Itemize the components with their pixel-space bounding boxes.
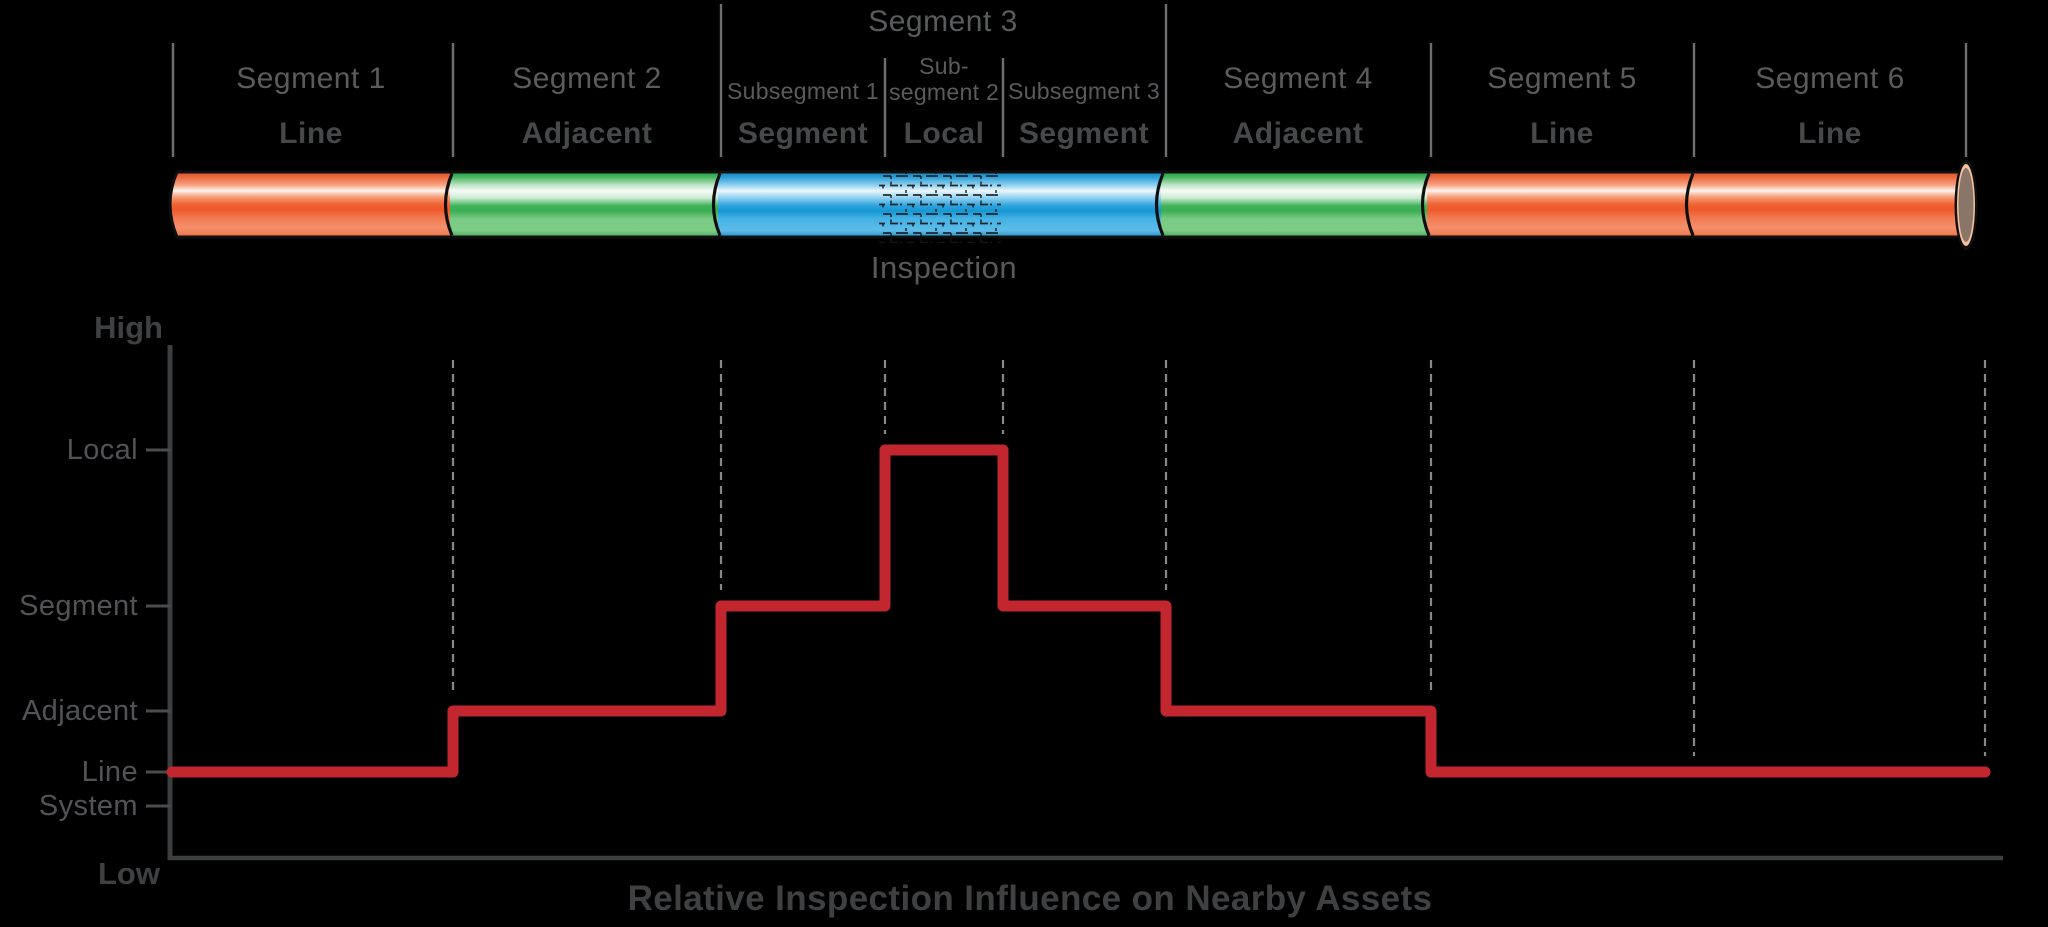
segment6-influence-type: Line: [1798, 117, 1862, 150]
y-axis-system-label: System: [38, 790, 138, 822]
segment5-name: Segment 5: [1487, 62, 1637, 95]
subsegment3-influence-type: Segment: [1018, 117, 1150, 150]
chart-title: Relative Inspection Influence on Nearby …: [627, 879, 1433, 918]
y-axis-low-label: Low: [98, 856, 160, 891]
y-axis-local-label: Local: [66, 434, 138, 466]
influence-step-line: [166, 444, 1991, 778]
pipe-end-cap: [1954, 160, 1978, 250]
pipe-joints: [443, 172, 1695, 237]
segment1-name: Segment 1: [236, 62, 386, 95]
subsegment1-influence-type: Segment: [737, 117, 869, 150]
pipe-segment-6-line: [1691, 172, 1966, 237]
segment6-name: Segment 6: [1755, 62, 1905, 95]
subsegment3-name: Subsegment 3: [1008, 78, 1160, 104]
inspection-label: Inspection: [870, 250, 1018, 285]
segment5-influence-type: Line: [1530, 117, 1594, 150]
pipeline-graphic: [168, 4, 1978, 250]
inspection-hatch-area: [879, 172, 1001, 243]
subsegment2-name-line2: segment 2: [888, 79, 1000, 105]
pipe-segment-5-line: [1427, 172, 1691, 237]
segment4-influence-type: Adjacent: [1232, 117, 1364, 150]
subsegment2-name-line1: Sub-: [919, 53, 969, 79]
pipe-segment-2-adjacent: [450, 172, 718, 237]
segment4-name: Segment 4: [1223, 62, 1373, 95]
segment3-group-heading: Segment 3: [868, 5, 1018, 38]
pipe-outline: [168, 170, 1966, 239]
subsegment2-name: Sub-segment 2: [824, 53, 1064, 105]
segment2-influence-type: Adjacent: [521, 117, 653, 150]
pipe-segment-1-line: [170, 172, 450, 237]
y-axis-adjacent-label: Adjacent: [21, 695, 138, 727]
segment2-name: Segment 2: [512, 62, 662, 95]
y-axis-high-label: High: [94, 310, 163, 345]
y-axis-line-label: Line: [81, 756, 138, 788]
segment-label-separators: [171, 4, 1968, 157]
subsegment1-name: Subsegment 1: [727, 78, 879, 104]
subsegment2-influence-type: Local: [903, 117, 985, 150]
pipe-segment-4-adjacent: [1161, 172, 1427, 237]
segment1-influence-type: Line: [279, 117, 343, 150]
influence-step-chart: [146, 345, 2003, 861]
y-axis-segment-label: Segment: [19, 590, 138, 622]
